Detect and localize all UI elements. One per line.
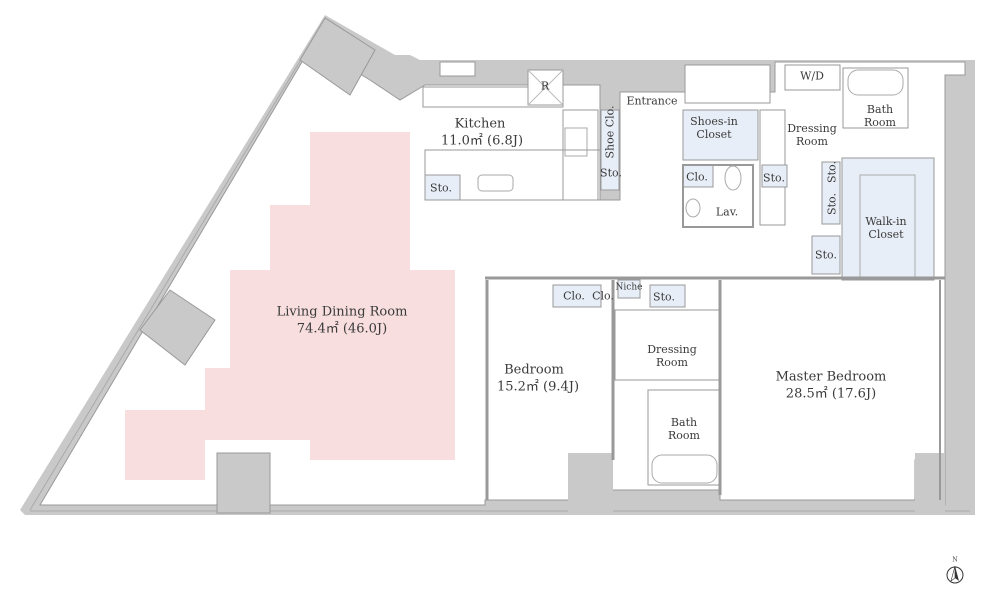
column [568,453,613,513]
shoes-in-closet-label: Shoes-in Closet [690,115,738,141]
niche-label: Niche [615,282,643,293]
bedroom-name: Bedroom [504,362,564,378]
north-arrow-icon [944,562,966,584]
storage-label: Sto. [825,161,839,183]
kitchen-storage: Sto. [430,181,452,195]
living-room-name: Living Dining Room [276,304,408,320]
living-dining-highlight [125,132,455,480]
column [216,452,271,514]
kitchen-area: 11.0㎡ (6.8J) [440,133,524,149]
north-label: N [952,556,958,564]
fridge-label: R [540,79,550,93]
storage-label: Sto. [815,248,837,262]
bath-room-2-label: Bath Room [668,416,700,442]
dressing-room-label: Dressing Room [787,122,837,148]
living-room-area: 74.4㎡ (46.0J) [296,321,388,337]
bath-room-label: Bath Room [864,103,896,129]
column [139,289,216,366]
closet-label: Clo. [686,170,708,184]
walk-in-closet-label: Walk-in Closet [865,215,907,241]
bedroom-area: 15.2㎡ (9.4J) [496,379,580,395]
entrance-storage: Sto. [600,166,622,180]
lav-label: Lav. [715,205,739,219]
storage-label: Sto. [653,290,675,304]
shoe-closet-label: Shoe Clo. [603,105,617,159]
master-bedroom-name: Master Bedroom [775,369,887,385]
kitchen-name: Kitchen [454,116,506,132]
column [299,17,376,96]
bedroom-closet: Clo. [563,289,585,303]
entrance-label: Entrance [626,94,678,108]
washer-dryer-label: W/D [800,69,824,83]
master-bedroom-area: 28.5㎡ (17.6J) [785,386,877,402]
bedroom-closet: Clo. [592,289,614,303]
dressing-room-2-label: Dressing Room [647,343,697,369]
storage-label: Sto. [763,171,785,185]
storage-label: Sto. [825,193,839,215]
